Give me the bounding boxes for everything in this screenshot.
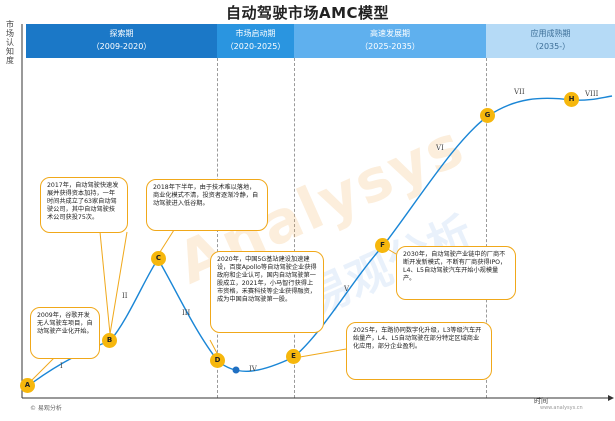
source-url: www.analysys.cn [540,405,583,411]
segment-label-vii: VII [514,88,525,96]
node-d: D [210,353,225,368]
node-f: F [375,238,390,253]
phase-years: （2025-2035） [360,42,420,51]
node-a: A [20,378,35,393]
node-g: G [480,108,495,123]
phase-years: （2035-） [530,42,571,51]
phase-name: 应用成熟期 [530,29,571,38]
x-axis-arrow [608,395,614,401]
node-c: C [151,251,166,266]
callout-note-f: 2030年，自动驾驶产业链中的厂商不断开发新模式，不断有厂商获得IPO，L4、L… [396,246,516,300]
y-axis-label: 市场认知度 [6,20,14,65]
segment-label-vi: VI [436,144,444,152]
segment-label-ii: II [122,292,128,300]
segment-label-viii: VIII [585,90,599,98]
callout-pointer [159,229,175,253]
callout-note-a: 2009年，谷歌开发无人驾驶车项目，自动驾驶产业化开始。 [30,307,100,359]
node-b: B [102,333,117,348]
node-e: E [286,349,301,364]
segment-label-iii: III [182,309,191,317]
phase-maturity: 应用成熟期 （2035-） [486,24,615,58]
phase-divider [486,58,487,398]
callout-pointer [31,357,55,381]
callout-pointer [109,231,128,335]
callout-note-d: 2020年，中国5G基站建设加速建设，百度Apollo等自动驾驶企业获得政府和企… [210,251,324,333]
callout-note-e: 2025年，车路协同数字化升级，L3等级汽车开始量产，L4、L5自动驾驶在部分特… [346,322,492,380]
node-h: H [564,92,579,107]
callout-pointer [299,347,353,358]
phase-divider [294,58,295,398]
diagram-title: 自动驾驶市场AMC模型 [225,4,390,22]
segment-label-i: I [60,362,63,370]
phase-exploration: 探索期 （2009-2020） [26,24,217,58]
phase-years: （2009-2020） [91,42,152,51]
callout-note-b: 2017年，自动驾驶快速发展并获得资本加持，一年时间共成立了63家自动驾驶公司，… [40,177,128,233]
phase-market-launch: 市场启动期 （2020-2025） [217,24,294,58]
segment-label-v: V [344,285,350,293]
callout-note-c: 2018年下半年，由于技术难以落地，商业化模式不清，投资者逐渐冷静，自动驾驶进入… [146,179,268,231]
source-footer: © 易观分析 [30,405,62,412]
phase-years: （2020-2025） [225,42,286,51]
callout-pointer [209,339,219,356]
current-position-dot [232,366,240,374]
phase-name: 市场启动期 [235,29,276,38]
segment-label-iv: IV [249,365,257,373]
phase-name: 高速发展期 [370,29,410,38]
phase-name: 探索期 [109,29,134,38]
x-axis-label: 时间 [534,397,548,405]
callout-pointer [99,231,111,335]
phase-high-growth: 高速发展期 （2025-2035） [294,24,486,58]
